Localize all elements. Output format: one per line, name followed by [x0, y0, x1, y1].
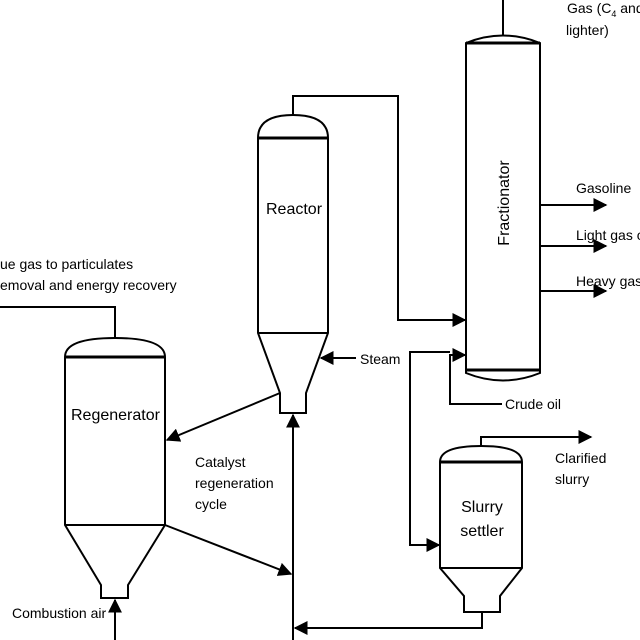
slurry-settler-vessel [439, 444, 523, 613]
clarified-slurry-label-line2: slurry [555, 471, 590, 487]
crude-oil-label: Crude oil [505, 396, 562, 412]
catalyst-cycle-label: Catalyst regeneration cycle [195, 452, 274, 515]
catalyst-cycle-label-line2: regeneration [195, 475, 274, 491]
bottoms-to-settler-line [409, 351, 450, 552]
flue-gas-label-line2: emoval and energy recovery [0, 277, 177, 293]
reactor-vapor-line [292, 95, 467, 327]
steam-label: Steam [360, 351, 401, 367]
flue-gas-label: ue gas to particulates emoval and energy… [0, 254, 177, 296]
catalyst-cycle-label-line3: cycle [195, 496, 227, 512]
flue-gas-line [0, 306, 116, 338]
flue-gas-label-line1: ue gas to particulates [0, 256, 134, 272]
clarified-slurry-label-line1: Clarified [555, 450, 607, 466]
fractionator-label: Fractionator [496, 160, 513, 246]
spent-catalyst-line [165, 392, 281, 442]
regenerated-catalyst-line [164, 524, 293, 576]
light-gas-oil-label: Light gas o [576, 227, 640, 243]
heavy-gas-oil-label: Heavy gas [576, 273, 640, 289]
slurry-settler-label: Slurry settler [441, 496, 523, 544]
regenerator-label: Regenerator [71, 407, 160, 424]
crude-oil-line [449, 348, 502, 405]
gasoline-label: Gasoline [576, 180, 632, 196]
slurry-settler-label-line1: Slurry [461, 499, 503, 516]
gas-top-label-line2: lighter) [566, 22, 609, 38]
slurry-recycle-line [293, 612, 483, 635]
catalyst-cycle-label-line1: Catalyst [195, 454, 246, 470]
reactor-label: Reactor [266, 201, 323, 218]
clarified-slurry-line [480, 430, 593, 446]
regenerator-vessel [64, 336, 166, 599]
clarified-slurry-label: Clarified slurry [555, 448, 606, 490]
slurry-settler-label-line2: settler [460, 523, 504, 540]
gas-top-label: Gas (C4 and [567, 0, 640, 19]
combustion-air-label: Combustion air [12, 605, 107, 621]
fractionator-vessel [465, 34, 541, 382]
reactor-vessel [257, 113, 329, 414]
